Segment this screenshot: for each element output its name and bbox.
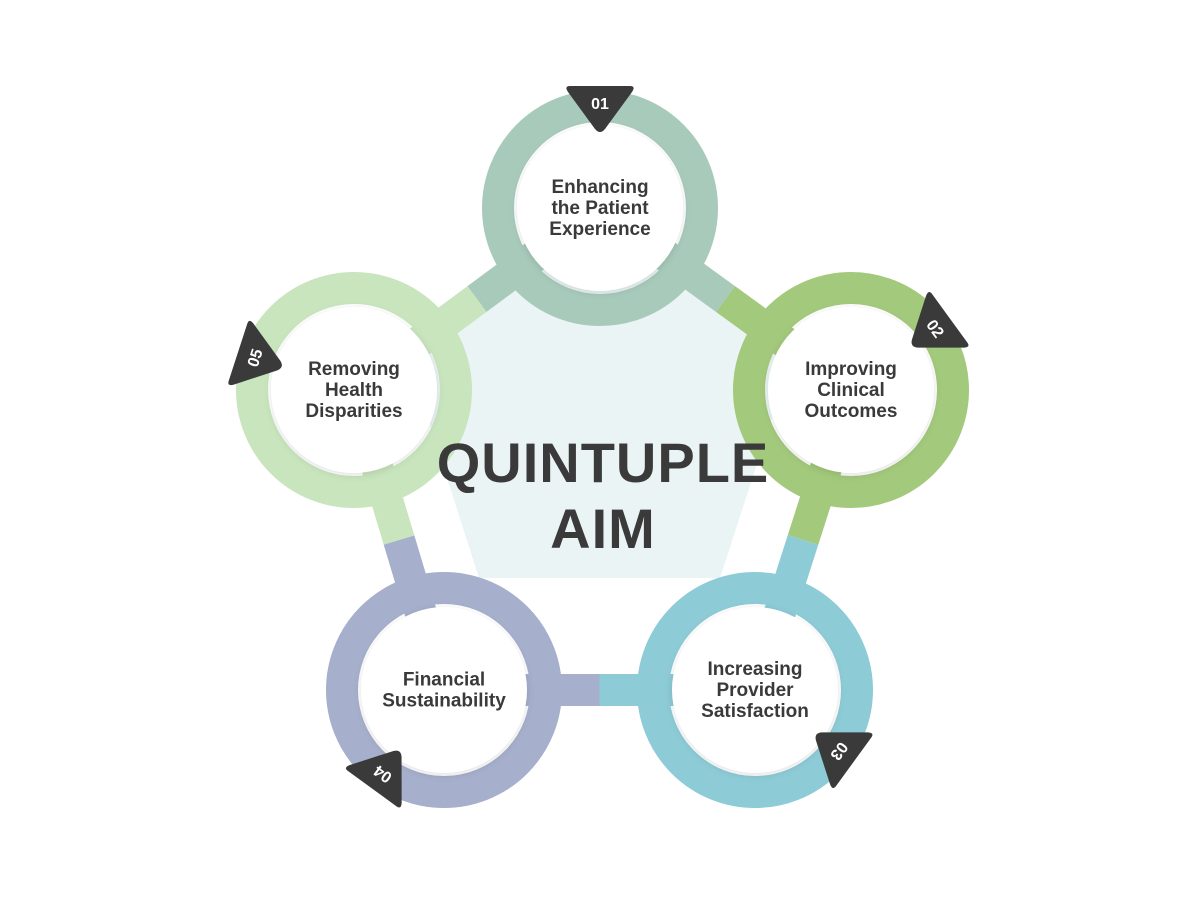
ring-increasing-provider-satisfaction xyxy=(637,572,873,808)
badge-number-05: 05 xyxy=(245,347,267,369)
node-circle-financial-sustainability xyxy=(361,607,527,773)
diagram-title-line-1: QUINTUPLE xyxy=(437,431,770,494)
node-label-enhancing-the-patient-experience-line-1: Enhancing xyxy=(551,177,648,198)
node-circle-enhancing-the-patient-experience xyxy=(517,125,683,291)
node-circle-increasing-provider-satisfaction xyxy=(672,607,838,773)
badge-shape-03 xyxy=(815,732,873,789)
badge-number-01: 01 xyxy=(591,96,609,113)
node-label-improving-clinical-outcomes-line-2: Clinical xyxy=(817,380,885,401)
node-circles xyxy=(271,125,934,773)
diagram-title-line-2: AIM xyxy=(550,497,656,560)
node-label-removing-health-disparities-line-1: Removing xyxy=(308,359,400,380)
node-label-enhancing-the-patient-experience-line-3: Experience xyxy=(549,219,650,240)
badge-shape-01 xyxy=(566,86,634,132)
node-badges: 01 02 03 04 05 xyxy=(228,86,969,808)
node-label-removing-health-disparities-line-2: Health xyxy=(325,380,383,401)
ring-improving-clinical-outcomes xyxy=(733,272,969,508)
node-label-financial-sustainability-line-2: Sustainability xyxy=(382,691,506,712)
node-label-increasing-provider-satisfaction-line-2: Provider xyxy=(716,680,794,701)
node-label-improving-clinical-outcomes-line-1: Improving xyxy=(805,359,897,380)
node-label-enhancing-the-patient-experience-line-2: the Patient xyxy=(551,198,649,219)
number-badge-01: 01 xyxy=(566,86,634,132)
number-badge-03: 03 xyxy=(815,732,873,789)
ring-removing-health-disparities xyxy=(236,272,472,508)
badge-shape-04 xyxy=(345,750,402,808)
center-pentagon xyxy=(406,208,794,578)
node-label-increasing-provider-satisfaction-line-1: Increasing xyxy=(707,659,802,680)
node-label-improving-clinical-outcomes-line-3: Outcomes xyxy=(805,401,898,422)
number-badge-02: 02 xyxy=(911,291,969,348)
number-badge-04: 04 xyxy=(345,750,402,808)
badge-shape-05 xyxy=(228,320,282,386)
ring-financial-sustainability xyxy=(326,572,562,808)
badge-shape-02 xyxy=(911,291,969,348)
node-label-increasing-provider-satisfaction-line-3: Satisfaction xyxy=(701,701,809,722)
node-label-removing-health-disparities-line-3: Disparities xyxy=(305,401,402,422)
node-circle-removing-health-disparities xyxy=(271,307,437,473)
node-label-financial-sustainability-line-1: Financial xyxy=(403,670,485,691)
node-circle-improving-clinical-outcomes xyxy=(768,307,934,473)
number-badge-05: 05 xyxy=(228,320,282,386)
